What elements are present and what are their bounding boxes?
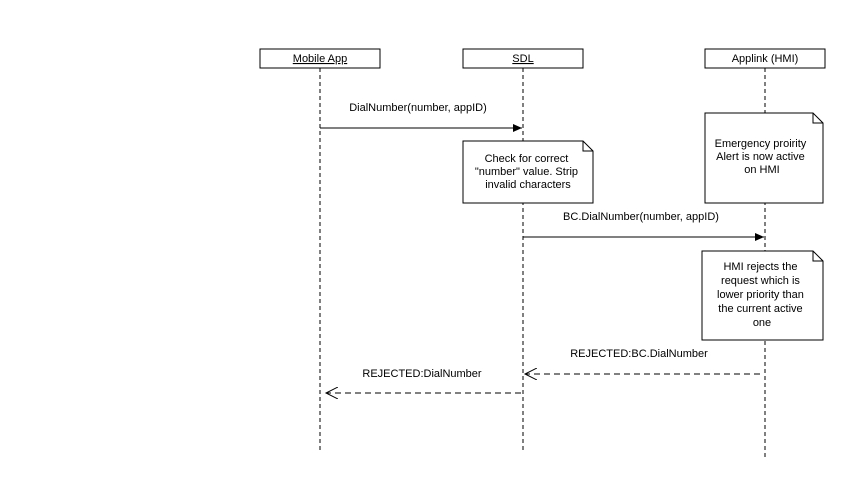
participant-label: Mobile App — [293, 53, 347, 65]
message-label: BC.DialNumber(number, appID) — [563, 211, 719, 223]
message-label: REJECTED:DialNumber — [362, 368, 482, 380]
message-rejected-dialnumber: REJECTED:DialNumber — [326, 368, 521, 393]
message-label: REJECTED:BC.DialNumber — [570, 348, 708, 360]
participant-applink-hmi: Applink (HMI) — [704, 48, 826, 69]
participant-mobile-app: Mobile App — [259, 48, 381, 69]
note-text: HMI rejects the request which is lower p… — [717, 261, 807, 329]
note-text: Check for correct "number" value. Strip … — [475, 153, 581, 191]
participant-label: SDL — [512, 53, 533, 65]
message-dialnumber: DialNumber(number, appID) — [320, 102, 522, 132]
message-bc-dialnumber: BC.DialNumber(number, appID) — [523, 211, 764, 241]
message-label: DialNumber(number, appID) — [349, 102, 487, 114]
note-hmi-rejects-request: HMI rejects the request which is lower p… — [701, 250, 824, 341]
note-text: Emergency proirity Alert is now active o… — [715, 138, 810, 176]
note-sdl-check-number: Check for correct "number" value. Strip … — [462, 140, 594, 204]
message-rejected-bc-dialnumber: REJECTED:BC.DialNumber — [525, 348, 760, 374]
note-hmi-emergency-alert: Emergency proirity Alert is now active o… — [704, 112, 824, 204]
participant-label: Applink (HMI) — [732, 53, 799, 65]
participant-sdl: SDL — [462, 48, 584, 69]
